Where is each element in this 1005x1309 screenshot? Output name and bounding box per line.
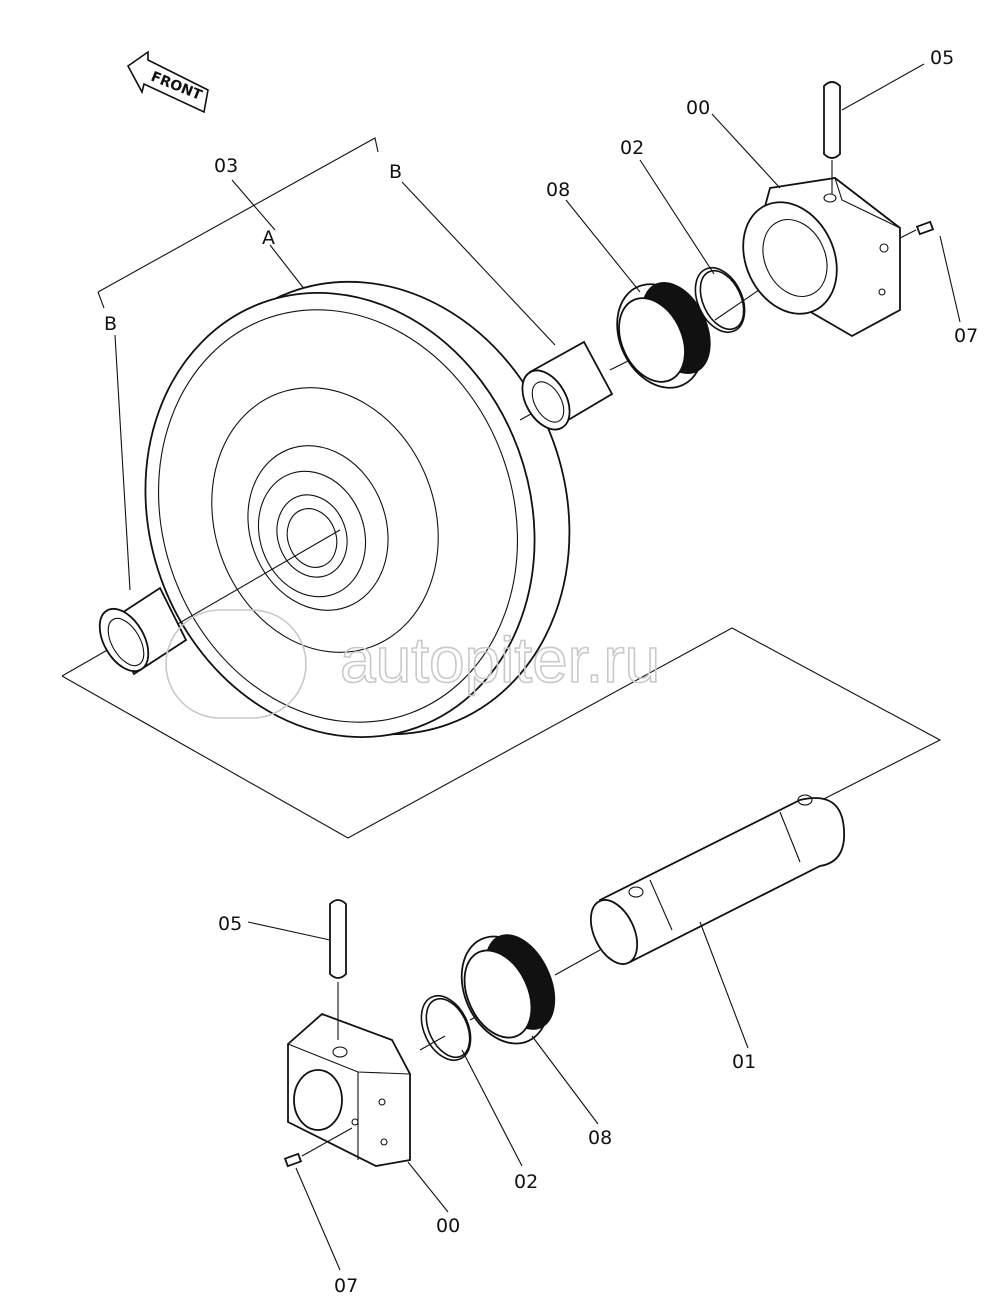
callout-top-08: 08	[546, 179, 570, 201]
callout-top-02: 02	[620, 137, 644, 159]
lower-pin	[329, 899, 347, 1040]
upper-pin	[823, 81, 841, 194]
callout-top-00: 00	[686, 97, 710, 119]
lower-set-screw	[283, 1127, 353, 1168]
callout-bottom-02: 02	[514, 1171, 538, 1193]
section-leaders	[114, 179, 556, 591]
watermark-text: autopiter.ru	[340, 624, 660, 696]
callout-bottom-08: 08	[588, 1127, 612, 1149]
callout-top-07: 07	[954, 325, 978, 347]
watermark: autopiter.ru	[165, 609, 661, 719]
lower-seal	[460, 934, 556, 1045]
upper-support-block	[742, 177, 901, 338]
callout-bottom-05: 05	[218, 913, 242, 935]
callout-bottom-07: 07	[334, 1275, 358, 1297]
upper-bushing	[521, 340, 614, 431]
upper-set-screw	[899, 220, 935, 239]
upper-seal	[616, 281, 711, 389]
section-label-b-top: B	[389, 161, 402, 183]
callout-bottom-01: 01	[732, 1051, 756, 1073]
section-label-a: A	[262, 227, 275, 249]
front-arrow-icon: FRONT	[126, 50, 209, 114]
upper-o-ring	[694, 267, 746, 333]
callout-leaders	[247, 63, 961, 1271]
shaft	[589, 794, 845, 965]
lower-o-ring	[420, 995, 472, 1061]
callout-bottom-00: 00	[436, 1215, 460, 1237]
idler-wheel	[144, 280, 571, 738]
section-label-b-left: B	[104, 313, 117, 335]
callout-top-05: 05	[930, 47, 954, 69]
lower-support-block	[287, 1012, 411, 1167]
callout-top-03: 03	[214, 155, 238, 177]
